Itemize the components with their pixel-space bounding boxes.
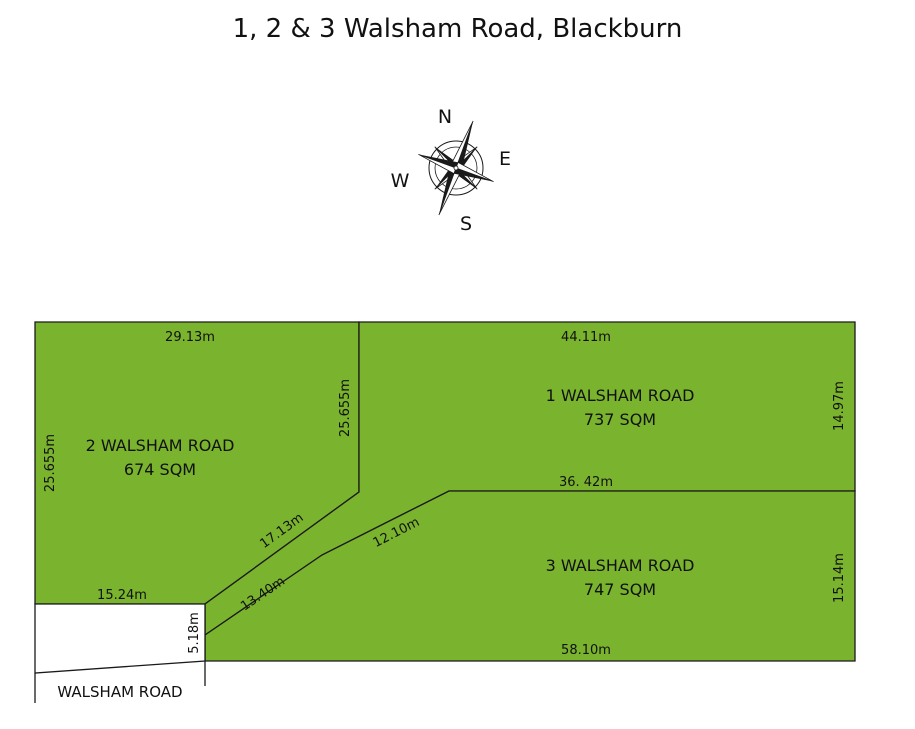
- road-label: WALSHAM ROAD: [57, 683, 182, 701]
- dim-frontage: 5.18m: [187, 612, 202, 654]
- compass-east: E: [499, 148, 511, 170]
- compass-north: N: [438, 106, 452, 128]
- dim-lot1-bottom: 36. 42m: [559, 475, 613, 490]
- dim-lot2-left: 25.655m: [43, 434, 58, 492]
- dim-lot2-bottom: 15.24m: [97, 588, 147, 603]
- lot-2-name: 2 WALSHAM ROAD: [86, 436, 235, 455]
- dim-lot2-right: 25.655m: [338, 379, 353, 437]
- front-garden: [34, 603, 206, 674]
- dim-lot1-top: 44.11m: [561, 330, 611, 345]
- dim-lot3-bottom: 58.10m: [561, 643, 611, 658]
- compass-south: S: [460, 213, 472, 235]
- compass-star-icon: [418, 120, 494, 216]
- lot-3-name: 3 WALSHAM ROAD: [546, 556, 695, 575]
- dim-lot3-right: 15.14m: [832, 553, 847, 603]
- lot-1-area: 737 SQM: [584, 410, 656, 429]
- lot-1-name: 1 WALSHAM ROAD: [546, 386, 695, 405]
- dim-lot2-top: 29.13m: [165, 330, 215, 345]
- compass-rose: N E S W: [391, 106, 511, 235]
- lot-2-area: 674 SQM: [124, 460, 196, 479]
- dim-lot1-right: 14.97m: [832, 381, 847, 431]
- compass-west: W: [391, 170, 410, 192]
- lot-3-area: 747 SQM: [584, 580, 656, 599]
- page-title: 1, 2 & 3 Walsham Road, Blackburn: [232, 14, 683, 44]
